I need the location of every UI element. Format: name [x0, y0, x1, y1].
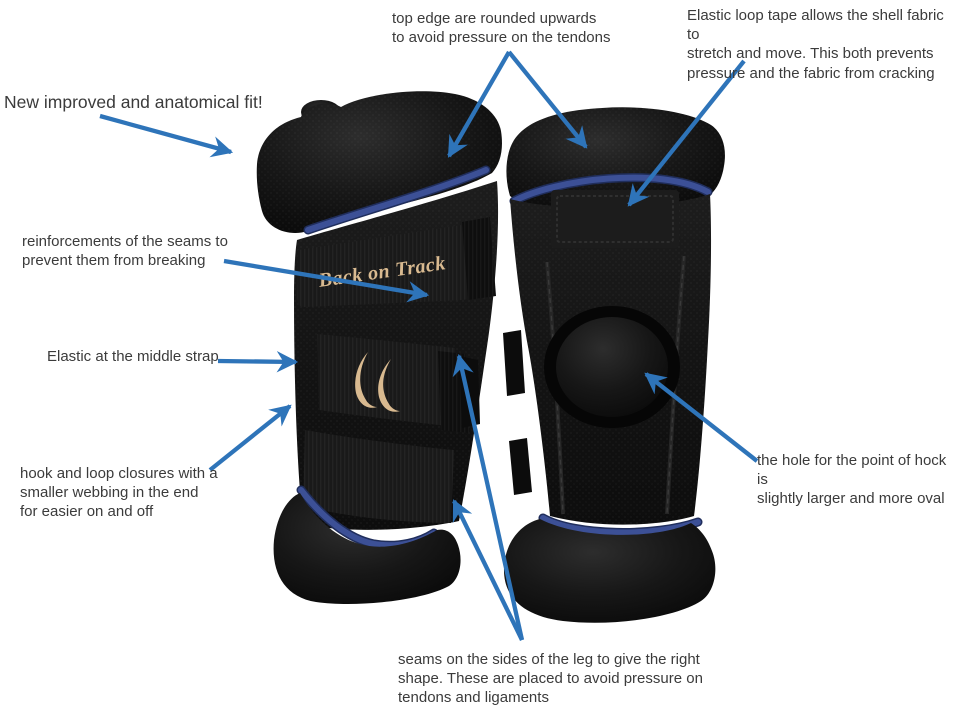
- arrow-hook-loop: [208, 404, 292, 472]
- arrow-hock-hole: [644, 372, 759, 463]
- arrow-top-edge-left: [447, 50, 511, 158]
- annotation-hock-hole: the hole for the point of hock is slight…: [757, 452, 947, 508]
- strap-tab-lower: [509, 438, 532, 495]
- left-boot-bottom-cushion: [273, 493, 461, 605]
- hock-hole-pad: [556, 317, 668, 417]
- left-top-piping: [305, 167, 489, 233]
- annotation-elastic-loop: Elastic loop tape allows the shell fabri…: [687, 7, 944, 82]
- top-roll-texture: [256, 91, 502, 233]
- arrow-seams-upper: [452, 353, 525, 641]
- right-top-piping: [511, 174, 711, 204]
- elastic-loop-stitching: [556, 195, 674, 243]
- top-strap-keeper: [462, 217, 496, 300]
- annotation-elastic-middle: Elastic at the middle strap: [47, 348, 219, 365]
- annotation-hook-loop: hook and loop closures with a smaller we…: [20, 465, 218, 521]
- arrow-seams-lower: [452, 499, 524, 641]
- annotation-reinforcements: reinforcements of the seams to prevent t…: [22, 233, 228, 270]
- annotation-arrows: [99, 50, 759, 641]
- annotation-seams: seams on the sides of the leg to give th…: [398, 651, 703, 707]
- strap-tab-upper: [503, 330, 525, 396]
- middle-strap: [317, 334, 459, 427]
- right-bottom-piping: [540, 515, 701, 536]
- annotation-new-improved: New improved and anatomical fit!: [4, 92, 263, 112]
- arrow-top-edge-right: [507, 50, 588, 149]
- back-on-track-logo-icon: [355, 352, 400, 412]
- arrow-elastic-loop: [627, 59, 746, 207]
- arrow-reinforcements: [223, 258, 430, 303]
- bottom-strap: [303, 430, 454, 523]
- right-boot: [503, 107, 725, 623]
- arrow-new-improved: [99, 113, 234, 158]
- annotation-top-edge: top edge are rounded upwards to avoid pr…: [392, 10, 611, 47]
- arrow-elastic-middle: [217, 351, 299, 373]
- elastic-loop-panel: [551, 190, 679, 248]
- right-boot-bottom-cushion: [503, 519, 716, 623]
